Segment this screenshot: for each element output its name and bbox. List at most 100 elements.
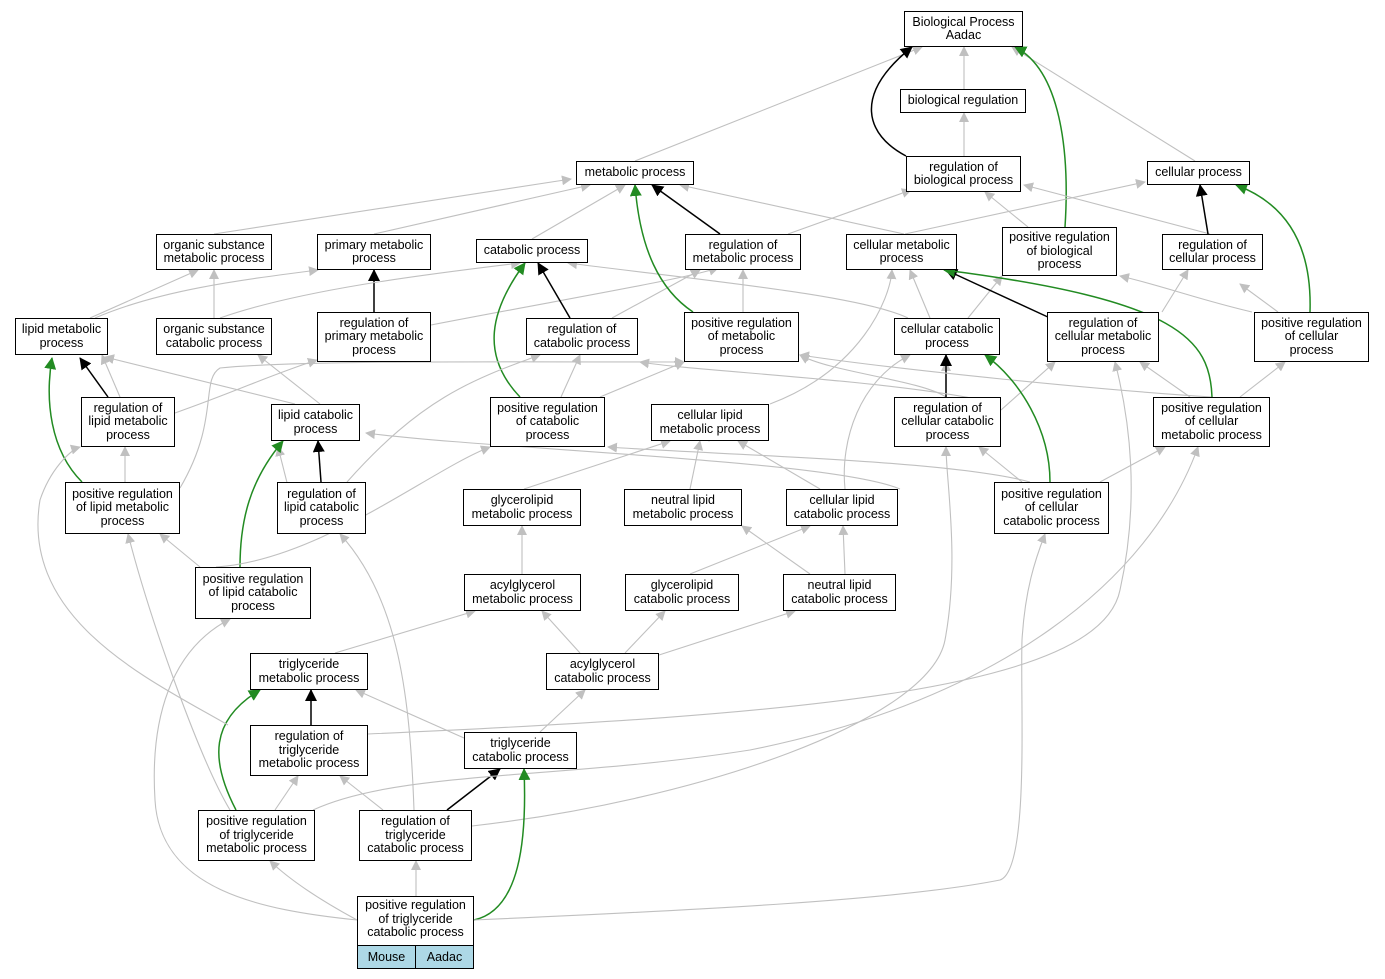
is-a-edge xyxy=(179,356,685,489)
node-regulation-of-biological-process[interactable]: regulation of biological process xyxy=(906,156,1021,192)
node-triglyceride-metabolic-process[interactable]: triglyceride metabolic process xyxy=(250,653,368,690)
regulates-edge xyxy=(79,357,109,398)
node-cellular-process[interactable]: cellular process xyxy=(1147,161,1250,185)
node-regulation-of-cellular-catabolic-process[interactable]: regulation of cellular catabolic process xyxy=(894,397,1001,447)
is-a-edge xyxy=(1000,361,1056,411)
node-acylglycerol-metabolic-process[interactable]: acylglycerol metabolic process xyxy=(464,574,581,611)
node-positive-regulation-of-cellular-process[interactable]: positive regulation of cellular process xyxy=(1254,312,1369,362)
node-regulation-of-lipid-catabolic-process[interactable]: regulation of lipid catabolic process xyxy=(277,482,366,534)
positively-regulates-edge xyxy=(943,265,1213,398)
positively-regulates-edge xyxy=(473,768,531,921)
node-regulation-of-metabolic-process[interactable]: regulation of metabolic process xyxy=(685,234,801,270)
node-positive-regulation-of-lipid-metabolic-process[interactable]: positive regulation of lipid metabolic p… xyxy=(65,482,180,534)
is-a-edge xyxy=(339,533,415,811)
node-cellular-lipid-metabolic-process[interactable]: cellular lipid metabolic process xyxy=(651,404,769,441)
positively-regulates-edge xyxy=(239,440,284,568)
is-a-edge xyxy=(213,175,572,235)
node-regulation-of-primary-metabolic-process[interactable]: regulation of primary metabolic process xyxy=(317,312,431,362)
is-a-edge xyxy=(94,266,319,319)
positively-regulates-edge xyxy=(1014,46,1067,228)
node-neutral-lipid-metabolic-process[interactable]: neutral lipid metabolic process xyxy=(624,489,742,526)
is-a-edge xyxy=(689,524,811,575)
node-regulation-of-cellular-process[interactable]: regulation of cellular process xyxy=(1162,234,1263,270)
regulates-edge xyxy=(446,768,501,811)
is-a-edge xyxy=(1099,446,1166,483)
is-a-edge xyxy=(838,525,849,575)
node-positive-regulation-of-cellular-catabolic-process[interactable]: positive regulation of cellular cataboli… xyxy=(994,482,1109,534)
node-glycerolipid-catabolic-process[interactable]: glycerolipid catabolic process xyxy=(625,574,739,611)
node-cellular-catabolic-process[interactable]: cellular catabolic process xyxy=(894,318,1000,355)
node-regulation-of-catabolic-process[interactable]: regulation of catabolic process xyxy=(526,318,638,355)
is-a-edge xyxy=(174,357,318,414)
is-a-edge xyxy=(639,358,1001,405)
focus-cell-gene: Aadac xyxy=(415,945,474,969)
is-a-edge xyxy=(843,354,911,490)
is-a-edge xyxy=(769,269,897,405)
node-positive-regulation-of-lipid-catabolic-process[interactable]: positive regulation of lipid catabolic p… xyxy=(195,567,311,619)
node-cellular-metabolic-process[interactable]: cellular metabolic process xyxy=(846,234,957,270)
is-a-edge xyxy=(541,610,581,654)
node-metabolic-process[interactable]: metabolic process xyxy=(576,161,694,185)
regulates-edge xyxy=(870,46,913,157)
node-glycerolipid-metabolic-process[interactable]: glycerolipid metabolic process xyxy=(463,489,581,526)
node-regulation-of-cellular-metabolic-process[interactable]: regulation of cellular metabolic process xyxy=(1047,312,1159,362)
regulates-edge xyxy=(1195,184,1209,235)
node-biological-process[interactable]: Biological Process Aadac xyxy=(904,11,1023,47)
is-a-edge xyxy=(539,689,586,733)
is-a-edge xyxy=(346,353,541,483)
positively-regulates-edge xyxy=(218,689,261,811)
is-a-edge xyxy=(355,689,465,739)
node-catabolic-process[interactable]: catabolic process xyxy=(476,239,588,263)
is-a-edge xyxy=(339,775,384,811)
is-a-edge xyxy=(908,269,931,319)
node-acylglycerol-catabolic-process[interactable]: acylglycerol catabolic process xyxy=(546,653,659,690)
is-a-edge xyxy=(737,440,821,490)
node-cellular-lipid-catabolic-process[interactable]: cellular lipid catabolic process xyxy=(786,489,898,526)
focus-cell-species: Mouse xyxy=(357,945,416,969)
is-a-edge xyxy=(984,191,1029,228)
node-regulation-of-triglyceride-catabolic-process[interactable]: regulation of triglyceride catabolic pro… xyxy=(359,810,472,861)
node-positive-regulation-of-metabolic-process[interactable]: positive regulation of metabolic process xyxy=(684,312,799,362)
is-a-edge xyxy=(473,533,1047,921)
regulates-edge xyxy=(312,440,325,483)
node-biological-regulation[interactable]: biological regulation xyxy=(900,89,1026,113)
is-a-edge xyxy=(373,182,591,235)
node-neutral-lipid-catabolic-process[interactable]: neutral lipid catabolic process xyxy=(783,574,896,611)
node-organic-substance-catabolic-process[interactable]: organic substance catabolic process xyxy=(156,318,272,355)
regulates-edge xyxy=(651,184,721,235)
is-a-edge xyxy=(624,610,666,654)
is-a-edge xyxy=(312,446,1200,811)
positively-regulates-edge xyxy=(629,184,694,313)
is-a-edge xyxy=(159,533,201,568)
is-a-edge xyxy=(125,533,231,811)
node-lipid-metabolic-process[interactable]: lipid metabolic process xyxy=(15,318,108,355)
is-a-edge xyxy=(1011,46,1196,162)
is-a-edge xyxy=(658,609,796,656)
node-lipid-catabolic-process[interactable]: lipid catabolic process xyxy=(271,404,360,441)
is-a-edge xyxy=(787,188,912,235)
node-organic-substance-metabolic-process[interactable]: organic substance metabolic process xyxy=(156,234,272,270)
is-a-edge xyxy=(100,354,121,398)
edge-group xyxy=(37,45,1311,921)
is-a-edge xyxy=(611,269,701,319)
is-a-edge xyxy=(599,360,685,398)
is-a-edge xyxy=(365,429,901,490)
node-triglyceride-catabolic-process[interactable]: triglyceride catabolic process xyxy=(464,732,577,769)
node-positive-regulation-of-cellular-metabolic-process[interactable]: positive regulation of cellular metaboli… xyxy=(1153,397,1270,447)
is-a-edge xyxy=(269,860,358,921)
is-a-edge xyxy=(471,446,953,827)
node-positive-regulation-of-catabolic-process[interactable]: positive regulation of catabolic process xyxy=(490,397,605,447)
is-a-edge xyxy=(1239,283,1279,313)
node-positive-regulation-of-biological-process[interactable]: positive regulation of biological proces… xyxy=(1002,227,1117,276)
node-positive-regulation-of-triglyceride-metabolic-process[interactable]: positive regulation of triglyceride meta… xyxy=(198,810,315,861)
is-a-edge xyxy=(274,775,299,811)
node-regulation-of-lipid-metabolic-process[interactable]: regulation of lipid metabolic process xyxy=(81,397,175,447)
is-a-edge xyxy=(799,351,1213,398)
focus-node-label: positive regulation of triglyceride cata… xyxy=(365,898,466,939)
is-a-edge xyxy=(689,440,704,490)
node-regulation-of-triglyceride-metabolic-process[interactable]: regulation of triglyceride metabolic pro… xyxy=(250,725,368,776)
is-a-edge xyxy=(531,184,626,240)
is-a-edge xyxy=(367,361,1132,735)
node-primary-metabolic-process[interactable]: primary metabolic process xyxy=(317,234,431,270)
is-a-edge xyxy=(567,259,909,319)
